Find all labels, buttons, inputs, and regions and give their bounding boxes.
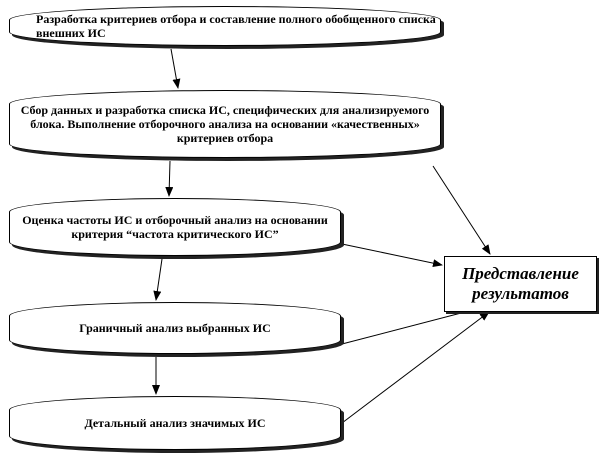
arrow-step3-to-result bbox=[341, 243, 443, 268]
step-detailed-analysis: Детальный анализ значимых ИС bbox=[9, 396, 341, 450]
step-criteria-development: Разработка критериев отбора и составлени… bbox=[9, 6, 441, 46]
arrow-step5-to-result bbox=[341, 311, 490, 424]
step-bounding-analysis: Граничный анализ выбранных ИС bbox=[9, 302, 341, 354]
step-data-collection: Сбор данных и разработка списка ИС, спец… bbox=[9, 90, 441, 158]
step-detailed-analysis-label: Детальный анализ значимых ИС bbox=[84, 416, 266, 430]
step-bounding-analysis-label: Граничный анализ выбранных ИС bbox=[79, 321, 271, 335]
arrow-step4-to-result bbox=[341, 304, 489, 345]
arrow-step2-to-result bbox=[432, 165, 491, 255]
arrow-step3-to-step4 bbox=[153, 258, 163, 301]
results-presentation-box: Представление результатов bbox=[444, 256, 597, 312]
step-data-collection-label: Сбор данных и разработка списка ИС, спец… bbox=[20, 103, 430, 145]
step-criteria-development-label: Разработка критериев отбора и составлени… bbox=[36, 12, 436, 40]
arrow-step1-to-step2 bbox=[170, 48, 181, 89]
step-frequency-assessment-label: Оценка частоты ИС и отборочный анализ на… bbox=[22, 213, 328, 241]
step-frequency-assessment: Оценка частоты ИС и отборочный анализ на… bbox=[9, 198, 341, 256]
results-presentation-label: Представление результатов bbox=[462, 264, 579, 303]
arrow-step2-to-step3 bbox=[165, 160, 174, 197]
